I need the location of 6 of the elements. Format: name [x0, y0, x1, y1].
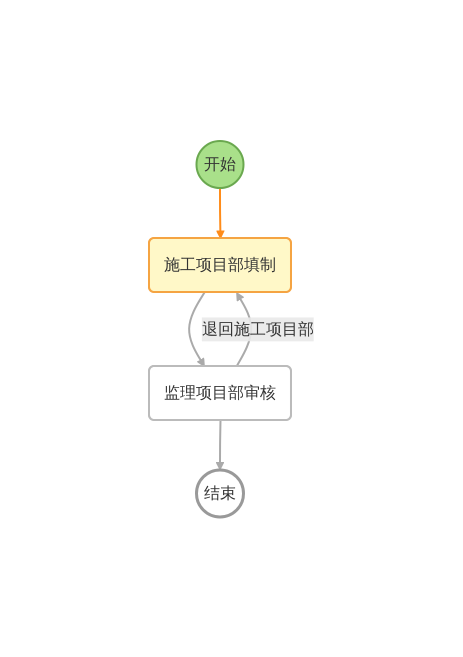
- node-circle: 结束: [195, 468, 246, 518]
- arrow: [188, 291, 206, 366]
- edge-label: 退回施工项目部: [202, 318, 314, 338]
- arrow: [216, 420, 224, 470]
- arrow: [216, 188, 225, 238]
- node-circle: 开始: [196, 140, 245, 188]
